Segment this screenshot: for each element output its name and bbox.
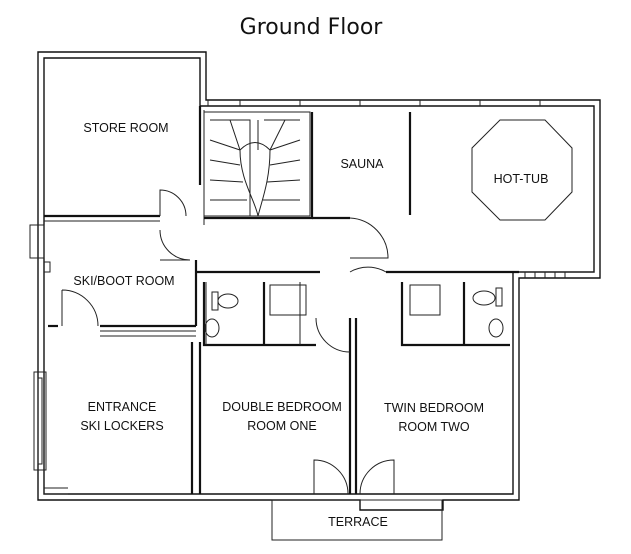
room-two-label: ROOM TWO (398, 420, 470, 434)
store-room-label: STORE ROOM (83, 121, 168, 135)
entrance-label: ENTRANCE (88, 400, 157, 414)
staircase (203, 111, 311, 217)
hot-tub-shape (471, 119, 573, 221)
double-bedroom-label: DOUBLE BEDROOM (222, 400, 341, 414)
twin-bedroom-label: TWIN BEDROOM (384, 401, 484, 415)
outer-walls (37, 51, 601, 511)
hot-tub-label: HOT-TUB (494, 172, 549, 186)
bathroom-two (400, 282, 510, 347)
sauna-label: SAUNA (340, 157, 384, 171)
ski-boot-room-label: SKI/BOOT ROOM (73, 274, 174, 288)
terrace-area (271, 499, 443, 541)
doors (61, 189, 395, 495)
plan-title: Ground Floor (240, 15, 384, 40)
terrace-label: TERRACE (328, 515, 388, 529)
room-one-label: ROOM ONE (247, 419, 316, 433)
ski-lockers-label: SKI LOCKERS (80, 419, 163, 433)
bathroom-one (202, 282, 316, 347)
